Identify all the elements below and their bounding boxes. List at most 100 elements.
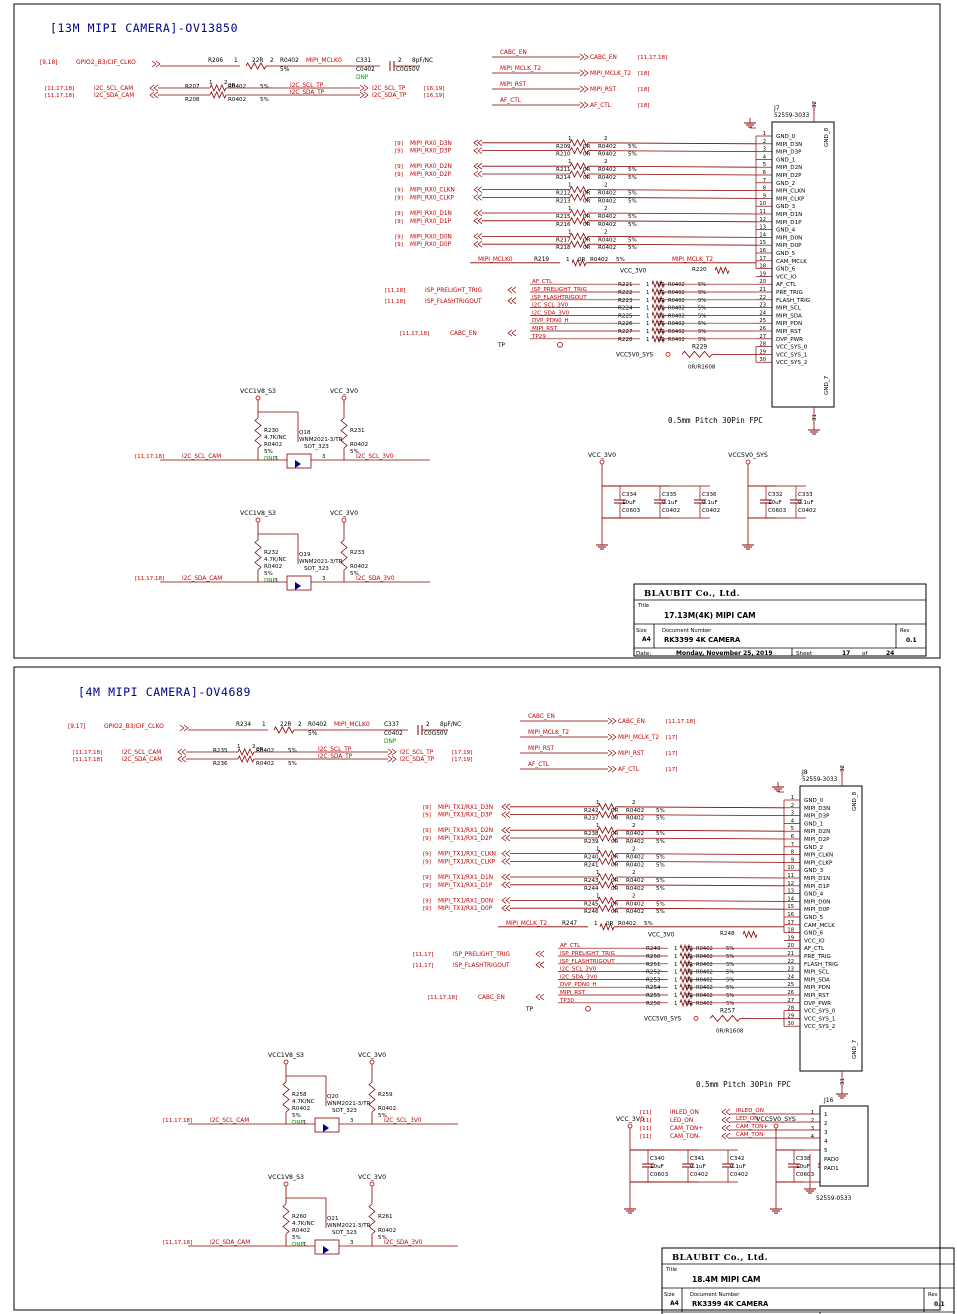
label: 2 [270, 58, 274, 64]
wire [587, 150, 757, 152]
ref-label: [9,17] [68, 724, 85, 730]
part-ref: C335 [662, 492, 677, 498]
test-point-icon [585, 1005, 591, 1012]
label: Size [636, 628, 647, 634]
mosfet-arrow-icon [323, 1246, 329, 1254]
label: 0R [583, 144, 591, 150]
net-label: MIPI_MCLK_T2 [672, 257, 713, 263]
label: 5% [656, 886, 665, 892]
ref-label: [11,17] [413, 952, 433, 958]
power-port-icon [341, 517, 347, 523]
part-ref: R249 [646, 946, 661, 952]
label: A4 [642, 636, 651, 643]
part-ref: R230 [264, 428, 279, 434]
offpage-arrow-icon [473, 170, 483, 178]
ref-label: [18] [638, 103, 649, 109]
part-ref: R208 [185, 97, 200, 103]
net-label: I2C_SDA_CAM [182, 576, 222, 582]
label: A4 [670, 1300, 679, 1307]
pin-number: 12 [759, 217, 766, 223]
net-label: I2C_SCL_3V0 [356, 454, 394, 460]
pin-label: VCC_SYS_0 [804, 1009, 836, 1015]
label: R0402 [590, 257, 608, 263]
part-ref: R212 [556, 191, 571, 197]
pin-number: 12 [787, 881, 794, 887]
offpage-arrow-icon [607, 749, 617, 757]
port-label: MIPI_RST [590, 87, 617, 93]
label: 1 [303, 1120, 306, 1126]
pin-number: 26 [759, 326, 766, 332]
pin-label: GND_3 [804, 868, 824, 874]
label: R0402 [626, 808, 644, 814]
label: 0R [611, 886, 619, 892]
resistor-symbol [597, 849, 617, 858]
part-ref: R246 [584, 909, 599, 915]
resistor-symbol [569, 162, 589, 171]
label: 1 [646, 298, 649, 304]
part-ref: Q20 [327, 1094, 339, 1100]
label: R0402 [598, 214, 616, 220]
resistor-symbol [679, 982, 693, 992]
pin-label: GND_0 [776, 134, 796, 140]
label: 0R/R1608 [716, 1028, 744, 1034]
pin-label: 1 [824, 1112, 828, 1118]
resistor-symbol [245, 62, 267, 70]
label: Rev [928, 1292, 938, 1298]
label: 5% [260, 84, 269, 90]
pin-label: AF_CTL [776, 282, 797, 288]
label: R0402 [264, 442, 282, 448]
label: R0402 [598, 222, 616, 228]
title-block [661, 1247, 955, 1314]
label: C0603 [650, 1172, 669, 1178]
label: 0.1uF [662, 500, 678, 506]
label: 5% [698, 329, 706, 335]
pin-label: PAD1 [824, 1166, 839, 1172]
label: 0R [611, 878, 619, 884]
label: 2 [632, 893, 636, 899]
connector-ref: J8 [801, 769, 808, 776]
resistor-symbol [599, 922, 615, 931]
ref-label: [9] [423, 875, 431, 881]
label: 1 [596, 870, 600, 876]
label: WNM2021-3/TR [299, 559, 343, 565]
pin-label: MIPI_D3P [804, 814, 830, 820]
pin-label: MIPI_CLKN [776, 189, 805, 195]
label: R0402 [668, 282, 685, 288]
power-net-label: VCC5V0_SYS [644, 1016, 682, 1022]
label: SOT_323 [332, 1230, 357, 1236]
pin-number: 30 [787, 1021, 794, 1027]
label: 5% [288, 761, 297, 767]
resistor-symbol [571, 258, 587, 267]
wire [587, 142, 757, 145]
power-port-icon [665, 351, 671, 357]
label: R0402 [696, 954, 713, 960]
offpage-arrow-icon [177, 755, 187, 763]
port-label: CABC_EN [618, 719, 645, 725]
label: 5% [656, 862, 665, 868]
label: R0402 [696, 993, 713, 999]
label: 1 [596, 823, 600, 829]
pin-label: MIPI_D2N [804, 829, 830, 835]
test-point-label: TP [525, 1007, 534, 1013]
part-ref: R252 [646, 970, 661, 976]
net-label: MIPI_MCLK_T2 [528, 730, 569, 736]
resistor-symbol [651, 279, 665, 289]
net-label: AF_CTL [528, 762, 550, 768]
resistor-symbol [569, 209, 589, 217]
power-net-label: VCC_3V0 [588, 452, 616, 459]
label: 2 [604, 159, 608, 165]
net-label: MIPI_TX1/RX1_CLKP [438, 859, 496, 865]
resistor-symbol [597, 834, 617, 842]
pin-number: 28 [759, 342, 766, 348]
part-ref: R239 [584, 839, 599, 845]
net-label: AF_CTL [500, 98, 522, 104]
offpage-arrow-icon [501, 834, 511, 842]
part-ref: R258 [292, 1092, 307, 1098]
ref-label: [9] [423, 898, 431, 904]
pin-label: VCC_SYS_2 [804, 1024, 835, 1030]
resistor-symbol [597, 873, 617, 881]
label: 5% [656, 808, 665, 814]
dnp-label: DNP [264, 578, 276, 584]
net-label: MIPI_TX1/RX1_D3N [438, 805, 493, 811]
label: 1 [568, 206, 572, 212]
